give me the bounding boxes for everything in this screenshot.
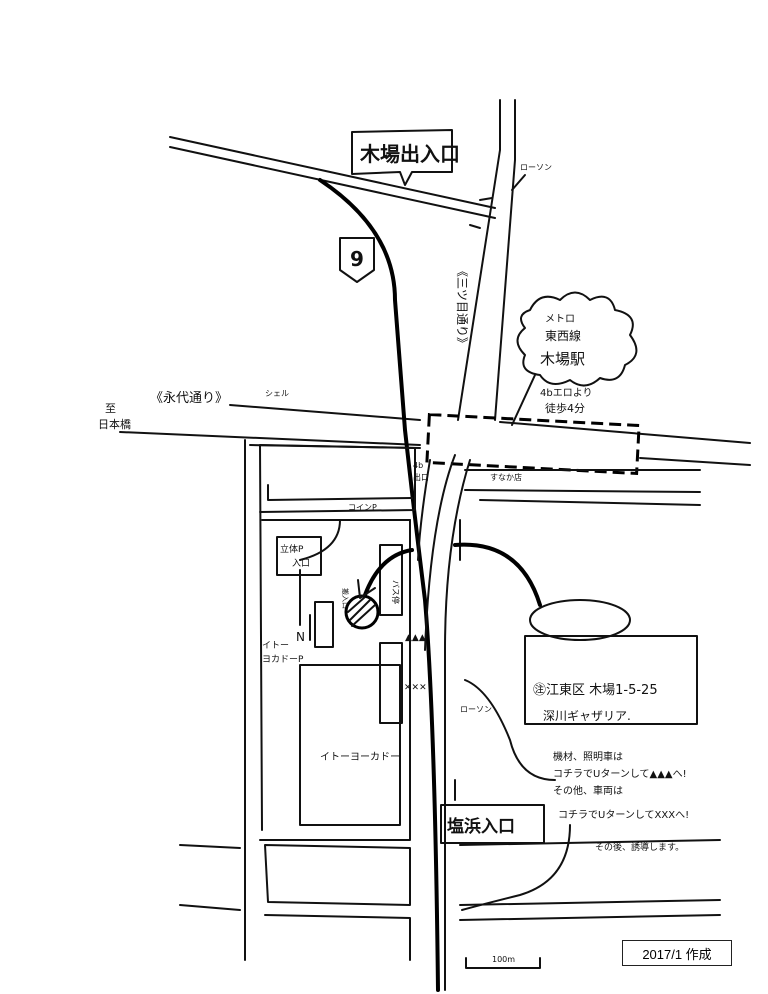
route-9-shield: 9	[339, 237, 375, 283]
note-line-2: コチラでUターンして▲▲▲へ!	[553, 768, 687, 780]
directions-note: 機材、照明車は コチラでUターンして▲▲▲へ! その他、車両は コチラでUターン…	[461, 679, 689, 911]
multistory-parking-label: 立体P	[280, 543, 304, 555]
address-box	[524, 635, 698, 725]
address-line-2: 深川ギャザリア.	[543, 709, 631, 723]
shell-label: シェル	[265, 389, 289, 398]
venue-oval	[529, 599, 631, 641]
triangle-markers: ▲▲▲	[405, 633, 426, 643]
ito-yokado-label: イトーヨーカドー	[320, 751, 400, 763]
bus-stop-label: バス停	[391, 580, 401, 604]
note-line-4: コチラでUターンしてXXXへ!	[558, 809, 689, 821]
note-line-1: 機材、照明車は	[553, 750, 623, 763]
route-number: 9	[350, 247, 364, 271]
expressway	[169, 136, 496, 229]
creation-date-label: 2017/1 作成	[622, 940, 732, 966]
lawson-label: ローソン	[520, 163, 552, 172]
station-cloud: メトロ 東西線 木場駅 4bエロより 徒歩4分	[511, 291, 638, 426]
city-blocks	[179, 439, 721, 961]
exit-label: 4bエロより	[540, 387, 593, 399]
mitsume-dori-label: 《三ツ目通り》	[455, 265, 469, 349]
metro-label: メトロ	[545, 314, 575, 325]
loading-entrance-label: 搬入口	[341, 588, 350, 609]
venue-marker: ▲▲▲ ✕✕✕	[344, 548, 427, 693]
expressway-entrance-sign: 木場出入口	[351, 129, 460, 186]
station-area	[425, 412, 641, 476]
note-line-5: その後、誘導します。	[595, 841, 684, 853]
tozai-line-label: 東西線	[545, 328, 581, 343]
mitsume-dori-road: 《三ツ目通り》	[455, 99, 516, 421]
note-line-3: その他、車両は	[553, 784, 623, 797]
walk-time-label: 徒歩4分	[545, 401, 585, 415]
nihonbashi-label: 日本橋	[98, 417, 131, 431]
expressway-entrance-label: 木場出入口	[359, 142, 460, 166]
ito-yokado-parking-label: イトー	[262, 641, 289, 651]
shiohama-entrance-sign	[440, 804, 545, 844]
scale-bar	[465, 957, 541, 969]
shiohama-entrance-label: 塩浜入口	[447, 816, 515, 837]
x-markers: ✕✕✕	[404, 683, 427, 693]
scale-label: 100m	[492, 955, 515, 964]
multistory-entrance-label: 入口	[292, 558, 310, 569]
north-label: N	[296, 630, 305, 644]
exit-4b-label: 4b	[413, 461, 423, 470]
exit-4b-label-2: 出口	[413, 472, 429, 482]
lawson-bottom-label: ローソン	[460, 705, 492, 714]
sunaka-label: すなか店	[490, 472, 522, 482]
to-label: 至	[105, 402, 116, 415]
eitai-dori-road: 《永代通り》 シェル 至 日本橋	[98, 389, 751, 466]
eitai-dori-label: 《永代通り》	[150, 391, 228, 406]
kiba-station-label: 木場駅	[540, 350, 585, 368]
ito-yokado-parking-label-2: ヨカドーP	[262, 654, 304, 665]
address-line-1: ㊟江東区 木場1-5-25	[533, 682, 658, 698]
coin-parking-label: コインP	[348, 503, 377, 512]
